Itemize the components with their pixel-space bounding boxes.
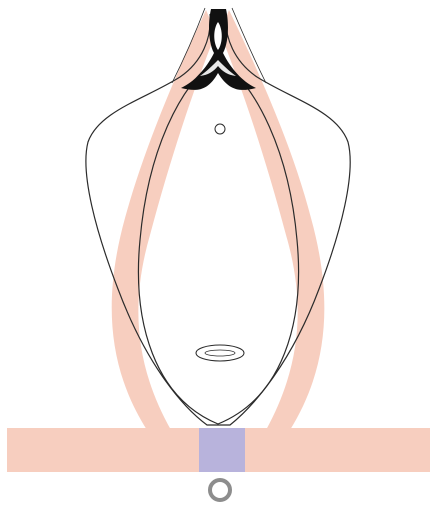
small-ellipse-outer	[196, 345, 244, 361]
connector-block	[199, 428, 245, 472]
ring	[210, 480, 230, 500]
small-circle	[215, 124, 225, 134]
